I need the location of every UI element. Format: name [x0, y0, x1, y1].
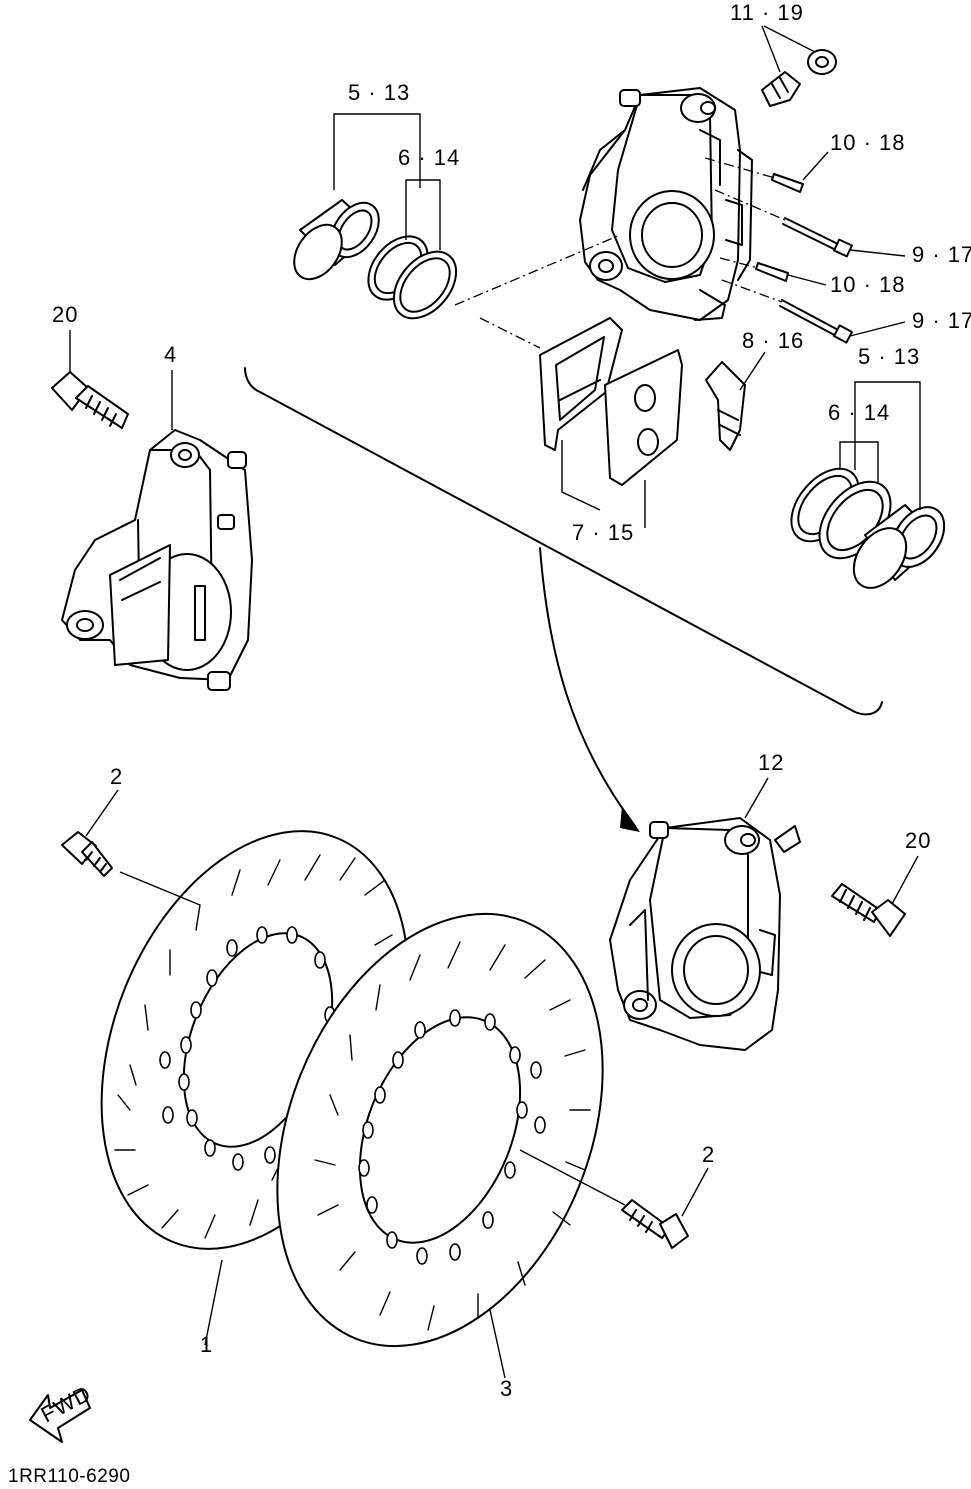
- piston-and-seals-top: [293, 113, 621, 320]
- callout-3: 3: [500, 1376, 513, 1401]
- callout-8-16: 8 · 16: [742, 328, 804, 353]
- caliper-exploded-top: [579, 87, 753, 321]
- drawing-code: 1RR110-6290: [8, 1466, 130, 1487]
- assembly-arrow: [539, 547, 636, 827]
- callout-9-17-bottom: 9 · 17: [912, 308, 971, 333]
- disc-bolt-bottom: [621, 1167, 709, 1249]
- pad-spring: [705, 351, 766, 451]
- callout-6-14-right: 6 · 14: [828, 400, 890, 425]
- callout-5-13-right: 5 · 13: [858, 344, 920, 369]
- callout-labels: 11 · 19 5 · 13 6 · 14 10 · 18 9 · 17 10 …: [52, 0, 971, 1401]
- caliper-bolt-right: [831, 855, 919, 937]
- caliper-assembled-right: [609, 777, 801, 1051]
- callout-10-18-bottom: 10 · 18: [830, 272, 906, 297]
- callout-2-bottom: 2: [702, 1142, 715, 1167]
- brake-disc-right: [276, 912, 626, 1379]
- callout-20-right: 20: [905, 828, 931, 853]
- disc-bolt-top: [61, 789, 119, 877]
- bleeder-valve-and-cap: [761, 25, 837, 107]
- callout-10-18-top: 10 · 18: [830, 130, 906, 155]
- callout-5-13-top: 5 · 13: [348, 80, 410, 105]
- assembly-arrow-head: [620, 806, 640, 832]
- callout-7-15: 7 · 15: [572, 520, 634, 545]
- piston-and-seals-right: [790, 381, 946, 589]
- brake-pads: [479, 317, 683, 528]
- forward-direction-arrow: FWD: [29, 1380, 95, 1443]
- pad-pins-and-clips: [704, 151, 906, 344]
- callout-4: 4: [164, 342, 177, 367]
- callout-11-19: 11 · 19: [730, 0, 804, 25]
- callout-12: 12: [758, 750, 784, 775]
- callout-6-14-top: 6 · 14: [398, 145, 460, 170]
- assembly-bracket: [244, 367, 883, 716]
- caliper-assembled-left: [61, 370, 253, 691]
- callout-9-17-top: 9 · 17: [912, 242, 971, 267]
- callout-1: 1: [200, 1332, 213, 1357]
- caliper-bolt-left: [51, 330, 129, 429]
- callout-2-top: 2: [110, 764, 123, 789]
- callout-20-left: 20: [52, 302, 78, 327]
